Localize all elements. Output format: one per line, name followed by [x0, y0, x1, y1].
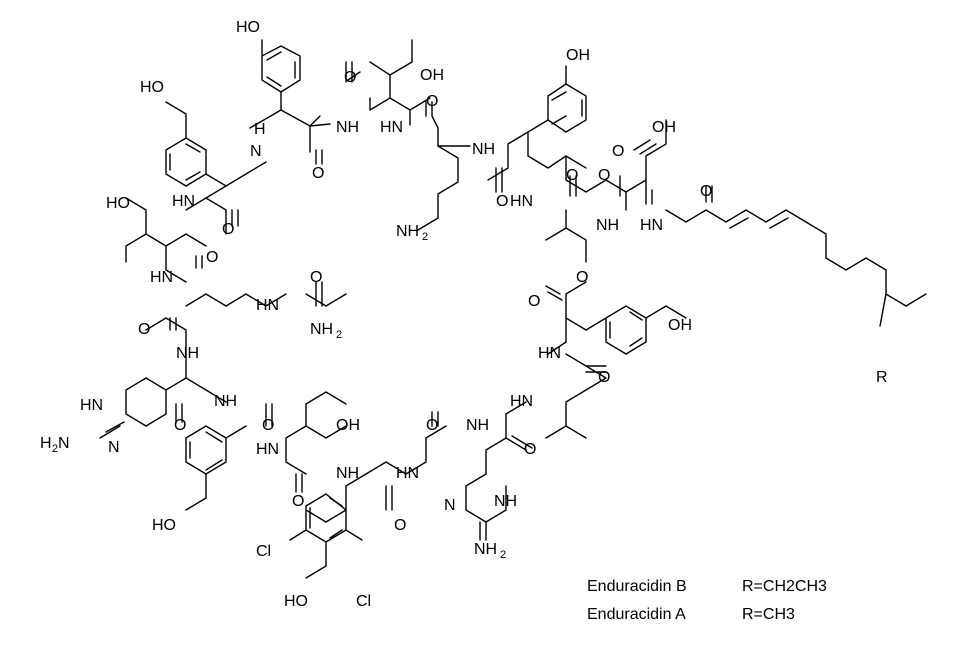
label-o-14: O [262, 417, 274, 434]
label-ho-tyr-bottom: HO [152, 517, 176, 534]
label-hn-8: HN [80, 397, 103, 414]
label-hn-5: HN [510, 393, 533, 410]
label-o-thr: O [344, 69, 356, 86]
label-o-7: O [700, 183, 712, 200]
label-hn-2: HN [510, 193, 533, 210]
atom-labels: HO OH O H N NH HN O O NH O NH 2 OH HN O … [40, 19, 888, 610]
label-nh2-orn-sub: 2 [422, 231, 428, 243]
label-n-top: N [250, 143, 262, 160]
label-hn-1: HN [380, 119, 403, 136]
label-nh2-cit-sub: 2 [336, 329, 342, 341]
label-ho-dcl: HO [284, 593, 308, 610]
label-nh2-cit: NH [310, 321, 333, 338]
label-hn-9: HN [256, 297, 279, 314]
label-oh-ser: OH [336, 417, 360, 434]
label-r: R [876, 369, 888, 386]
label-hn-11: HN [172, 193, 195, 210]
label-oh-asp: OH [652, 119, 676, 136]
label-cl-1: Cl [256, 543, 271, 560]
label-o-10: O [524, 441, 536, 458]
label-o-3: O [496, 193, 508, 210]
label-nh-6: NH [336, 465, 359, 482]
label-o-8: O [528, 293, 540, 310]
label-hn-7: HN [256, 441, 279, 458]
label-nh2-bottom: NH [474, 541, 497, 558]
label-oh-tyr-right: OH [668, 317, 692, 334]
compound-r-group-b: R=CH2CH3 [742, 578, 827, 595]
compound-r-group-a: R=CH3 [742, 606, 795, 623]
bond-skeleton [99, 39, 927, 579]
label-o-1: O [312, 165, 324, 182]
label-nh-4: NH [466, 417, 489, 434]
label-nh-7: NH [214, 393, 237, 410]
label-h2n-left-n: N [58, 435, 70, 452]
label-nh2-orn: NH [396, 223, 419, 240]
label-o-ester: O [576, 269, 588, 286]
label-hn-10: HN [150, 269, 173, 286]
label-nh-5: NH [494, 493, 517, 510]
label-o-9: O [598, 369, 610, 386]
label-hn-4: HN [538, 345, 561, 362]
label-hn-6: HN [396, 465, 419, 482]
label-o-13: O [292, 493, 304, 510]
label-nh-8: NH [176, 345, 199, 362]
label-o-18: O [206, 249, 218, 266]
label-o-16: O [138, 321, 150, 338]
label-h2n-left-h: H [40, 435, 52, 452]
label-nh2-bottom-sub: 2 [500, 549, 506, 561]
label-o-15: O [174, 417, 186, 434]
label-n-left: N [108, 439, 120, 456]
label-ho-thr-left: HO [106, 195, 130, 212]
label-ho-top: HO [236, 19, 260, 36]
label-o-19: O [222, 221, 234, 238]
label-n-bottom: N [444, 497, 456, 514]
label-h-top: H [254, 121, 266, 138]
label-o-17: O [310, 269, 322, 286]
label-o-12: O [394, 517, 406, 534]
label-o-5: O [598, 167, 610, 184]
label-hn-3: HN [640, 217, 663, 234]
label-o-4: O [566, 167, 578, 184]
label-cl-2: Cl [356, 593, 371, 610]
label-oh-thr: OH [420, 67, 444, 84]
label-nh-1: NH [336, 119, 359, 136]
label-oh-tyr2: OH [566, 47, 590, 64]
label-o-6: O [612, 143, 624, 160]
label-nh-3: NH [596, 217, 619, 234]
label-h2n-left-sub: 2 [52, 443, 58, 455]
label-ho-tyr-left: HO [140, 79, 164, 96]
label-o-2: O [426, 93, 438, 110]
label-o-11: O [426, 417, 438, 434]
label-nh-2: NH [472, 141, 495, 158]
compound-name-a: Enduracidin A [587, 606, 686, 623]
compound-name-b: Enduracidin B [587, 578, 687, 595]
